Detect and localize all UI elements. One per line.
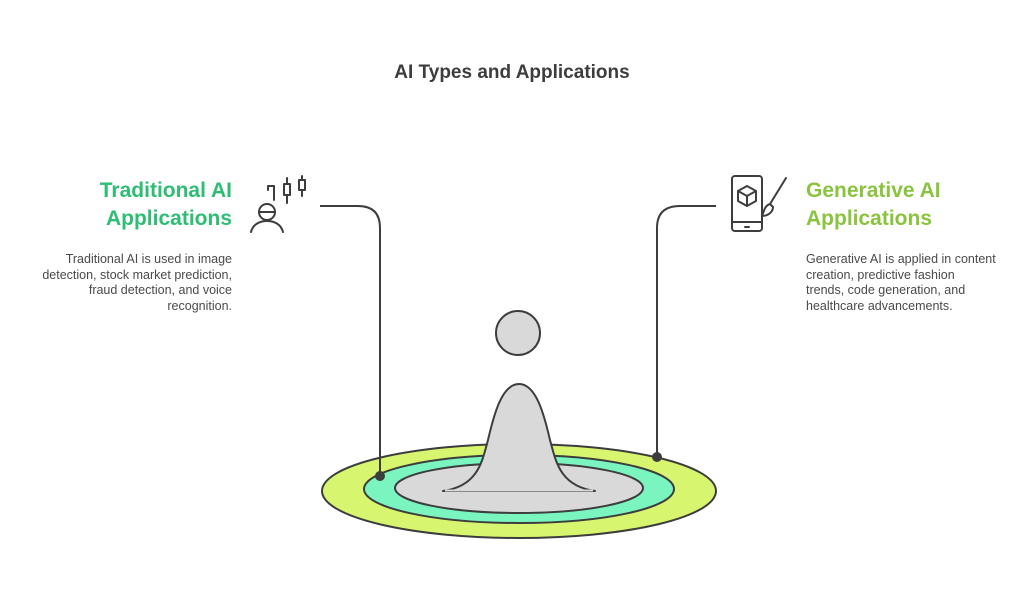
bell-curve-peak [442, 383, 596, 492]
generative-ai-heading: Generative AI Applications [806, 177, 1006, 233]
left-connector-line [320, 205, 381, 476]
traditional-ai-heading-line1: Traditional AI [99, 179, 232, 202]
diagram-title: AI Types and Applications [394, 62, 630, 83]
right-connector-line [656, 205, 716, 457]
traditional-ai-heading: Traditional AI Applications [32, 177, 232, 233]
phone-cube-paintbrush-icon [731, 175, 787, 232]
generative-ai-heading-line1: Generative AI [806, 179, 941, 202]
left-connector-dot [375, 471, 385, 481]
generative-ai-description: Generative AI is applied in content crea… [806, 252, 996, 313]
generative-ai-heading-line2: Applications [806, 207, 933, 230]
figure-head [495, 310, 541, 356]
traditional-ai-description: Traditional AI is used in image detectio… [42, 252, 232, 313]
traditional-ai-heading-line2: Applications [105, 207, 232, 230]
person-candlestick-chart-icon [250, 175, 306, 233]
right-connector-dot [652, 452, 662, 462]
